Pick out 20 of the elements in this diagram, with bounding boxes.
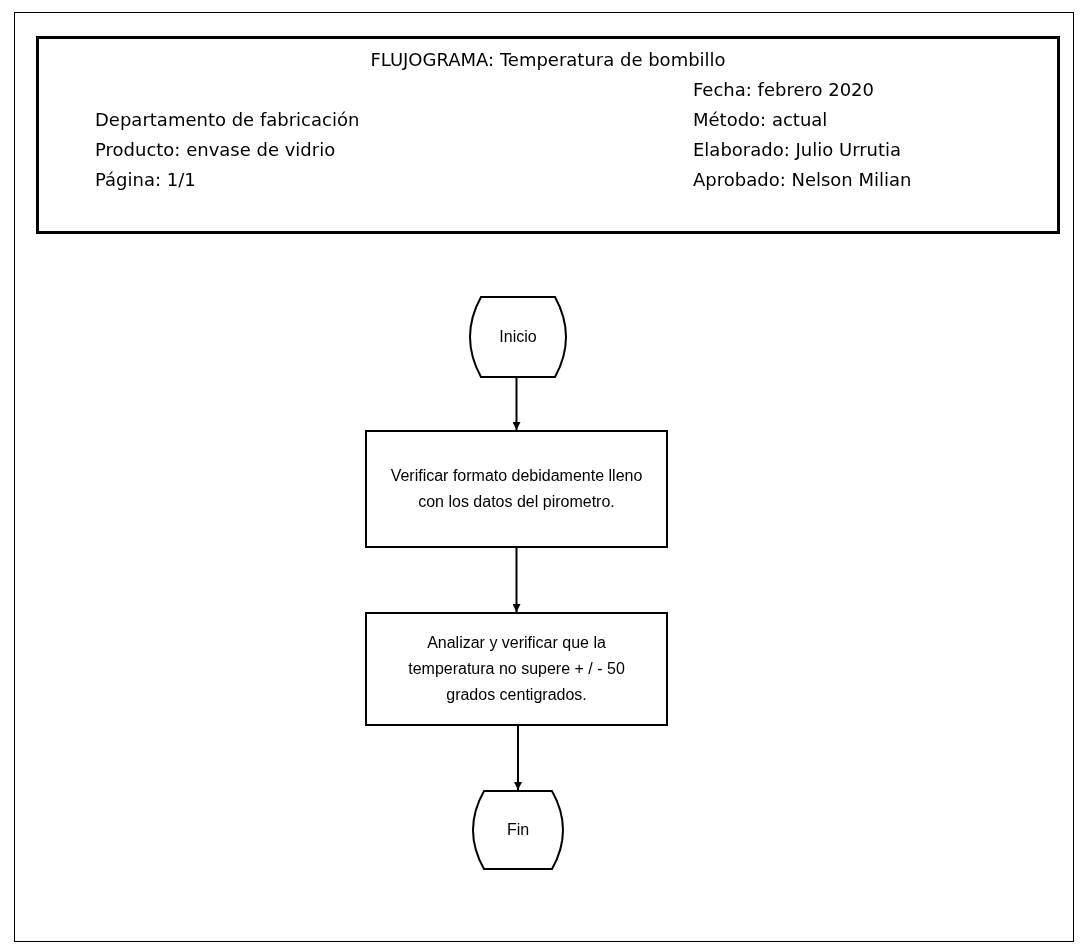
terminal-shape: [467, 296, 569, 378]
header-field: Fecha: febrero 2020: [693, 79, 875, 101]
arrow: [512, 377, 521, 431]
header-field: Elaborado: Julio Urrutia: [693, 139, 902, 161]
arrow: [514, 725, 522, 791]
terminal-shape: [470, 790, 566, 870]
header-title: FLUJOGRAMA: Temperatura de bombillo: [369, 49, 727, 71]
header-field: Producto: envase de vidrio: [95, 139, 336, 161]
header-field: Página: 1/1: [95, 169, 196, 191]
header-field: Aprobado: Nelson Milian: [693, 169, 912, 191]
header-field: Método: actual: [693, 109, 828, 131]
terminal-label: Fin: [506, 820, 530, 840]
terminal-label: Inicio: [499, 327, 537, 347]
process-label: Analizar y verificar que la temperatura no supere + / - 50 grados centigrados.: [407, 633, 626, 705]
process-box: [365, 430, 668, 548]
arrow: [512, 547, 521, 613]
process-label: Verificar formato debidamente lleno con los datos del pirometro.: [389, 466, 644, 512]
header-box: [36, 36, 1060, 234]
header-field: Departamento de fabricación: [95, 109, 360, 131]
process-box: [365, 612, 668, 726]
